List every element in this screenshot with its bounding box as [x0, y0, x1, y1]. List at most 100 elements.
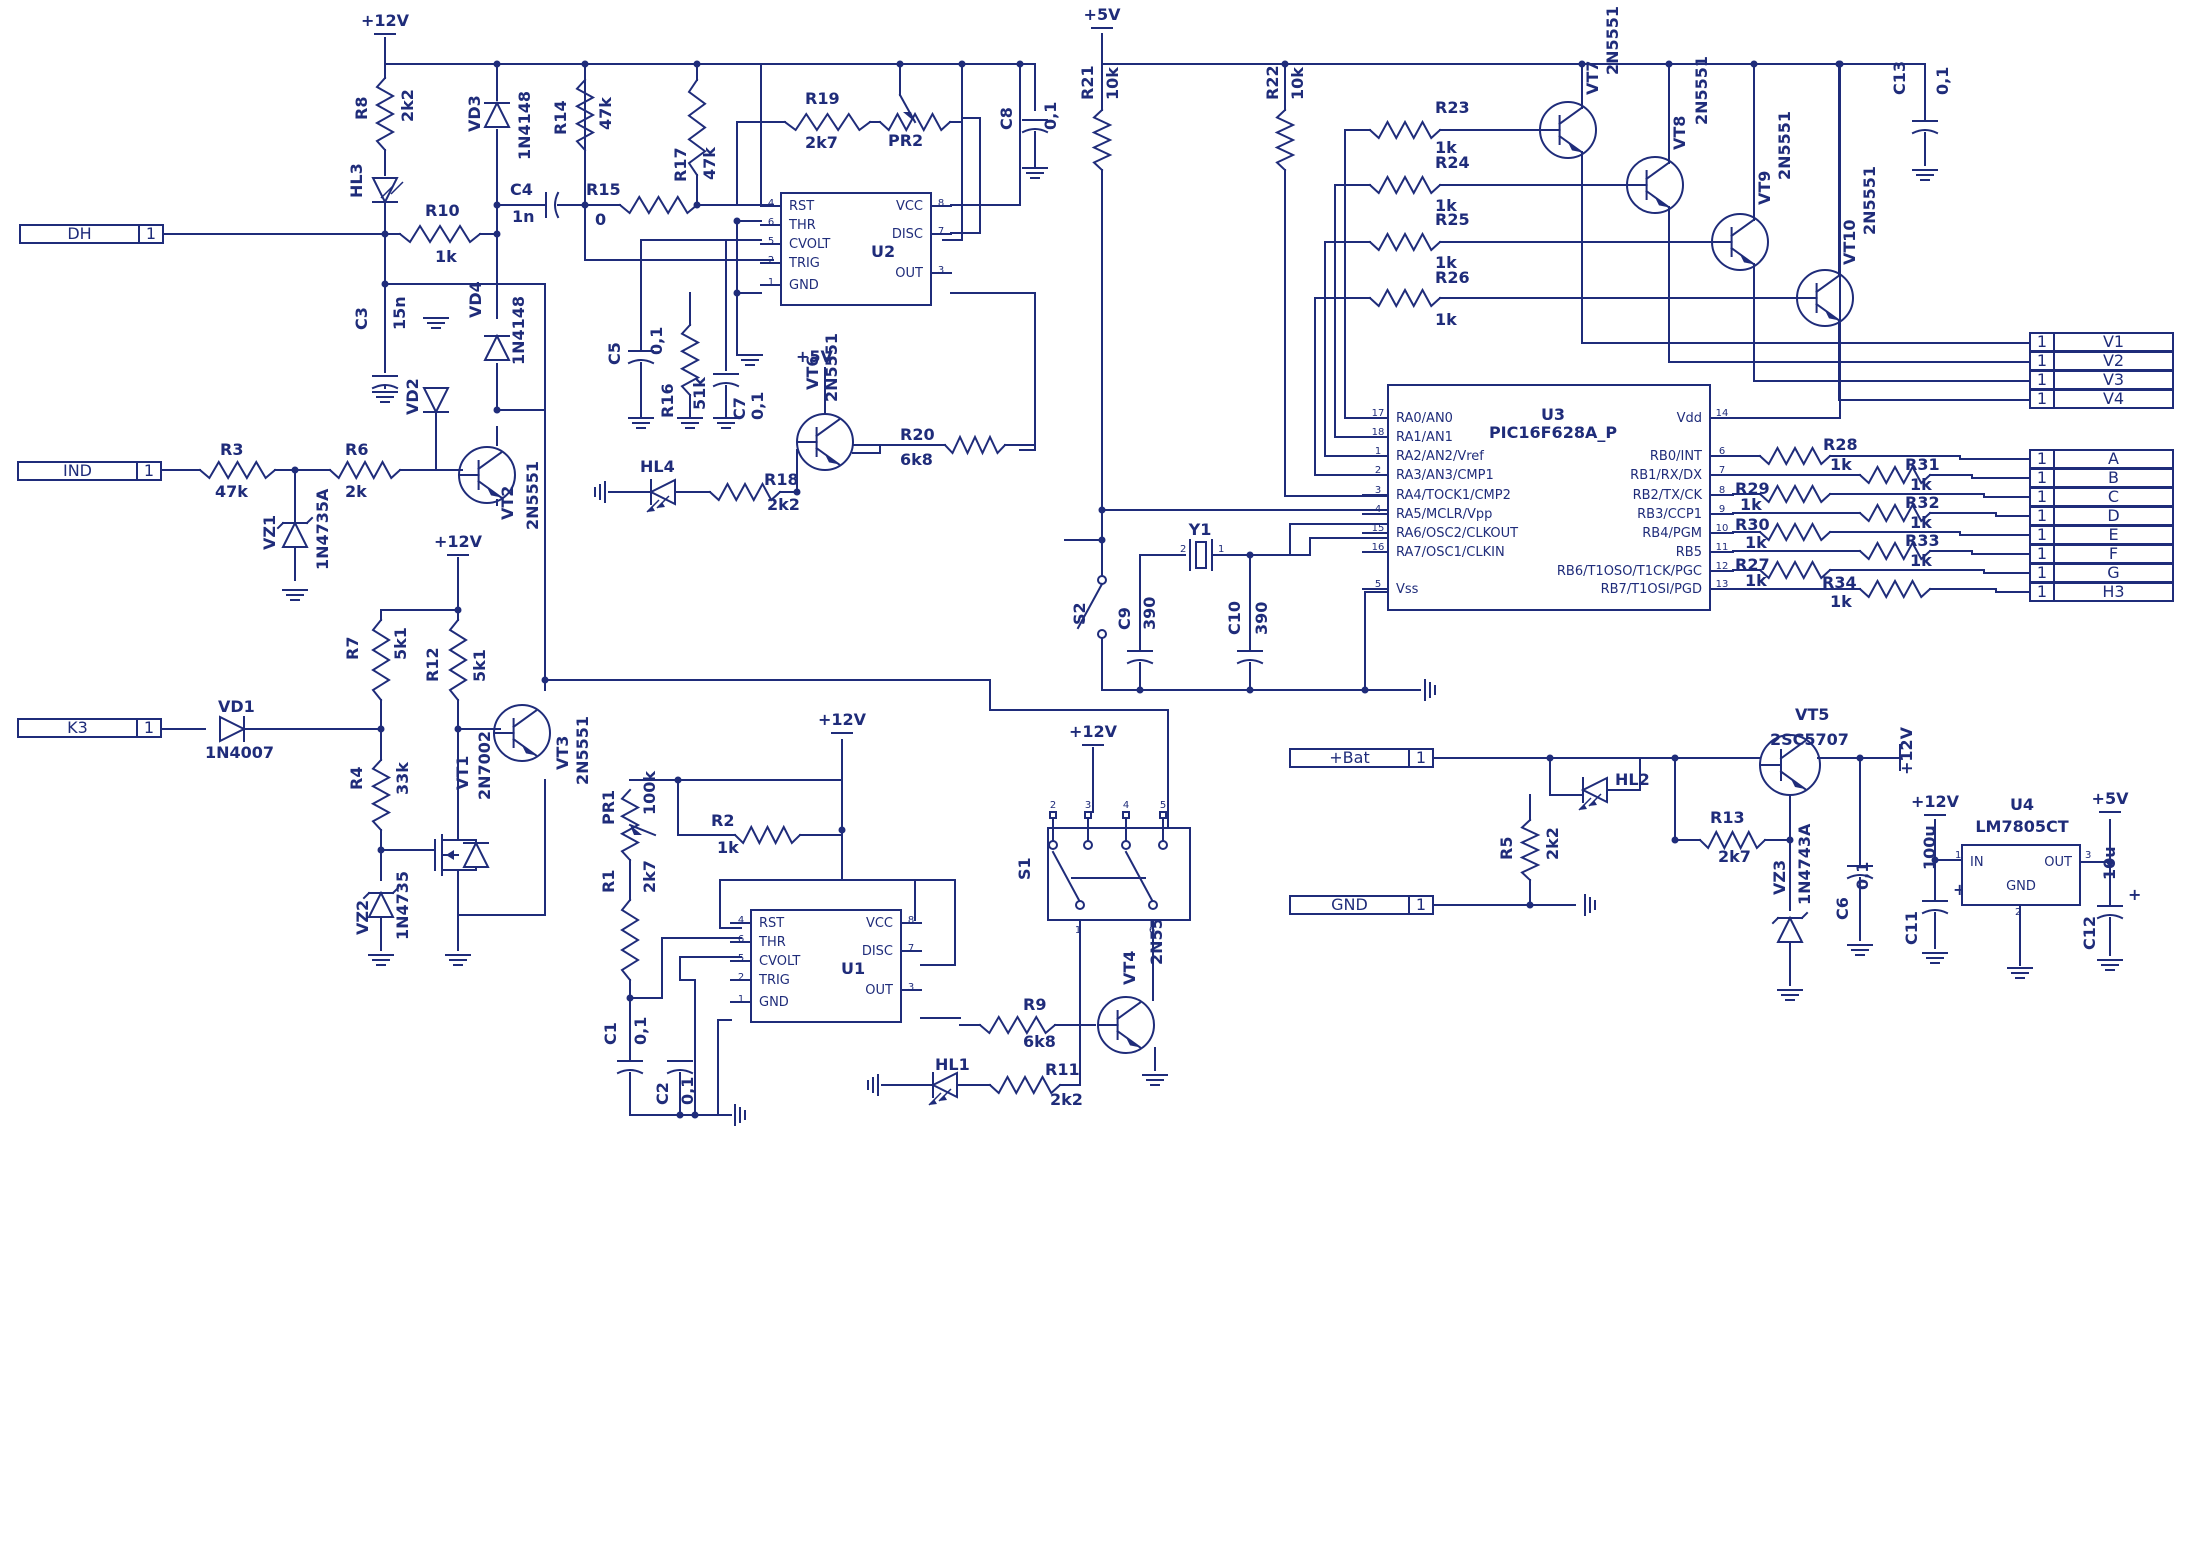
crystal-pin: 1: [1218, 544, 1224, 555]
transistor-vt2: VT2 2N5551: [458, 446, 542, 530]
symbol-stroke: [1126, 1037, 1140, 1048]
crystal-pin: 2: [1180, 544, 1186, 555]
diode-value: 1N4743A: [1795, 823, 1814, 905]
resistor-ref: R4: [347, 767, 366, 790]
symbol-stroke: [627, 359, 655, 365]
symbol-stroke: [1368, 231, 1442, 253]
symbol-stroke: [1911, 129, 1939, 135]
symbol-stroke: [1116, 1001, 1142, 1021]
ic-pin-name: Vss: [1396, 582, 1419, 597]
resistor-value: 1k: [1435, 253, 1457, 272]
wire: [1929, 474, 2031, 479]
diode-value: 1N4148: [515, 91, 534, 160]
wire: [841, 829, 916, 921]
symbol-box: [19, 224, 164, 244]
wire: [1324, 241, 1371, 457]
wire: [1101, 33, 1926, 65]
diode-ref: VZ3: [1770, 860, 1789, 895]
capacitor-ref: C1: [601, 1022, 620, 1045]
symbol-stroke: [371, 177, 399, 205]
connector-pin: 1: [2037, 563, 2047, 582]
symbol-stroke: [1800, 911, 1809, 920]
connector-pin: 1: [146, 224, 156, 243]
switch-ref: S2: [1070, 602, 1089, 625]
connector-label: V4: [2103, 389, 2124, 408]
symbol-stroke: [1858, 578, 1932, 600]
transistor-value: 2N5551: [523, 461, 542, 530]
resistor-ref: R1: [599, 870, 618, 893]
capacitor-value: 390: [1140, 597, 1159, 630]
resistor-value: 2k2: [1050, 1090, 1083, 1109]
ground-symbol: [445, 954, 471, 966]
timer-pin-num: 5: [768, 236, 774, 247]
symbol-box: [2029, 389, 2174, 409]
resistor-ref: R16: [658, 383, 677, 418]
led-hl3: HL3: [347, 163, 404, 205]
timer-pin-num: 4: [768, 198, 774, 209]
power-rail: +5V: [2092, 789, 2130, 813]
ic-pin-num: 1: [1375, 446, 1381, 457]
resistor-value: 1k: [1910, 475, 1932, 494]
resistor-ref: PR2: [888, 131, 923, 150]
wire: [1314, 297, 1371, 476]
resistor-ref: R15: [586, 180, 621, 199]
resistor-value: 2k2: [767, 495, 800, 514]
transistor-ref: VT1: [453, 756, 472, 790]
junction-dot: [1578, 60, 1586, 68]
transistor-ref: VT9: [1755, 171, 1774, 205]
switch-s2: S2: [1070, 575, 1107, 639]
timer-pin-name: THR: [758, 935, 786, 950]
capacitor-ref: C10: [1225, 601, 1244, 635]
switch-pin-num: 3: [1085, 800, 1091, 811]
symbol-stroke: [554, 191, 560, 219]
resistor-value: 2k7: [1718, 847, 1751, 866]
diode-value: 1N4735A: [313, 488, 332, 570]
capacitor-ref: C6: [1833, 897, 1852, 920]
ground-symbol: [1142, 1074, 1168, 1086]
symbol-stroke: [930, 1071, 958, 1099]
timer-pin-name: DISC: [892, 227, 923, 242]
wire: [1004, 292, 1036, 446]
timer-ref: U2: [871, 242, 895, 261]
resistor-value: 1k: [1745, 533, 1767, 552]
resistor-value: 10k: [1103, 67, 1122, 100]
junction-dot: [581, 60, 589, 68]
capacitor-ref: C9: [1115, 607, 1134, 630]
resistor-value: 47k: [215, 482, 248, 501]
regulator-pin-name: OUT: [2044, 855, 2072, 870]
capacitor-ref: C5: [605, 342, 624, 365]
rail-label: +5V: [2092, 789, 2130, 808]
resistor-ref: R26: [1435, 268, 1470, 287]
symbol-stroke: [1779, 739, 1807, 760]
symbol-stroke: [1116, 1029, 1142, 1049]
symbol-stroke: [1815, 274, 1841, 294]
connector-label: V3: [2103, 370, 2124, 389]
symbol-stroke: [619, 788, 641, 862]
symbol-stroke: [522, 745, 536, 756]
symbol-stroke: [1368, 119, 1442, 141]
wire: [949, 63, 963, 123]
connector-pin: 1: [2037, 351, 2047, 370]
transistor-ref: VT2: [498, 486, 517, 520]
resistor-value: 10k: [1288, 67, 1307, 100]
resistor-ref: R20: [900, 425, 935, 444]
resistor-value: 1k: [1830, 455, 1852, 474]
transistor-ref: VT10: [1840, 219, 1859, 265]
symbol-stroke: [825, 454, 839, 465]
connector-label: +Bat: [1329, 748, 1369, 767]
diode-value: 1N4007: [205, 743, 274, 762]
capacitor-value: 10u: [2100, 846, 2119, 880]
